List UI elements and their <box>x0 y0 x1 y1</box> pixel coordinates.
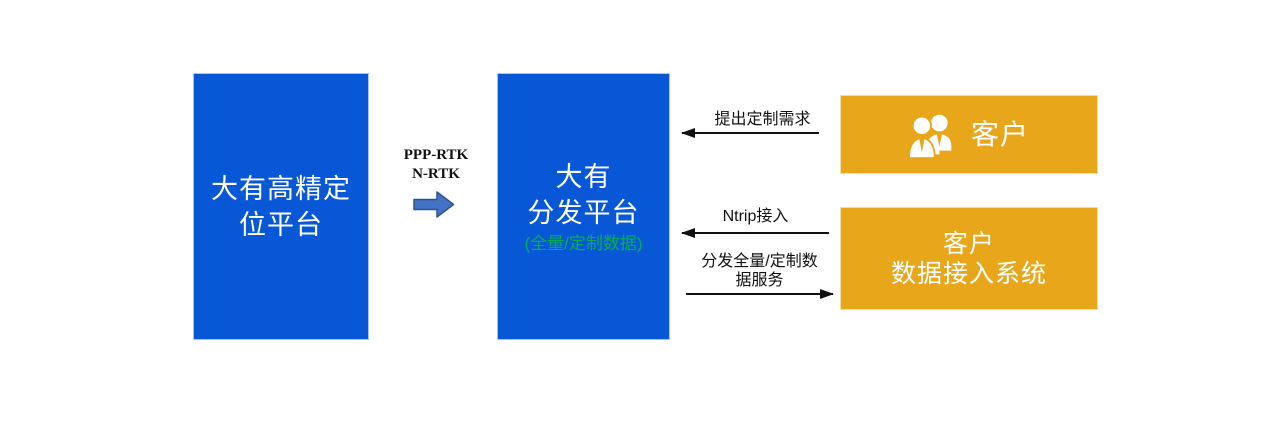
customer-data-system-label: 客户 数据接入系统 <box>890 229 1047 288</box>
customer-box: 客户 <box>840 95 1098 174</box>
right-arrowhead-icon <box>820 289 834 299</box>
positioning-platform-box: 大有高精定 位平台 <box>193 73 369 340</box>
request-arrow: 提出定制需求 <box>681 109 819 138</box>
block-arrow-shape <box>413 191 455 218</box>
ntrip-arrow-label: Ntrip接入 <box>722 208 789 225</box>
left-arrowhead-icon <box>681 128 695 138</box>
ntrip-arrow-line <box>681 228 829 238</box>
request-arrow-label: 提出定制需求 <box>714 111 811 128</box>
customer-data-system-box: 客户 数据接入系统 <box>840 207 1098 310</box>
distribution-platform-sublabel: (全量/定制数据) <box>524 234 643 253</box>
positioning-platform-label: 大有高精定 位平台 <box>211 173 351 240</box>
distribution-platform-box: 大有 分发平台 (全量/定制数据) <box>497 73 670 340</box>
distribution-platform-label: 大有 分发平台 <box>527 162 640 228</box>
people-icon <box>908 114 952 158</box>
left-arrowhead-icon <box>681 228 695 238</box>
block-arrow-right-icon <box>413 191 455 218</box>
distribute-arrow-label: 分发全量/定制数 据服务 <box>701 253 818 289</box>
request-arrow-line <box>681 128 819 138</box>
distribute-arrow: 分发全量/定制数 据服务 <box>686 252 834 299</box>
ntrip-arrow: Ntrip接入 <box>681 206 829 238</box>
distribute-arrow-line <box>686 289 834 299</box>
customer-label: 客户 <box>970 118 1029 150</box>
ppp-rtk-label: PPP-RTK N-RTK <box>403 147 469 182</box>
